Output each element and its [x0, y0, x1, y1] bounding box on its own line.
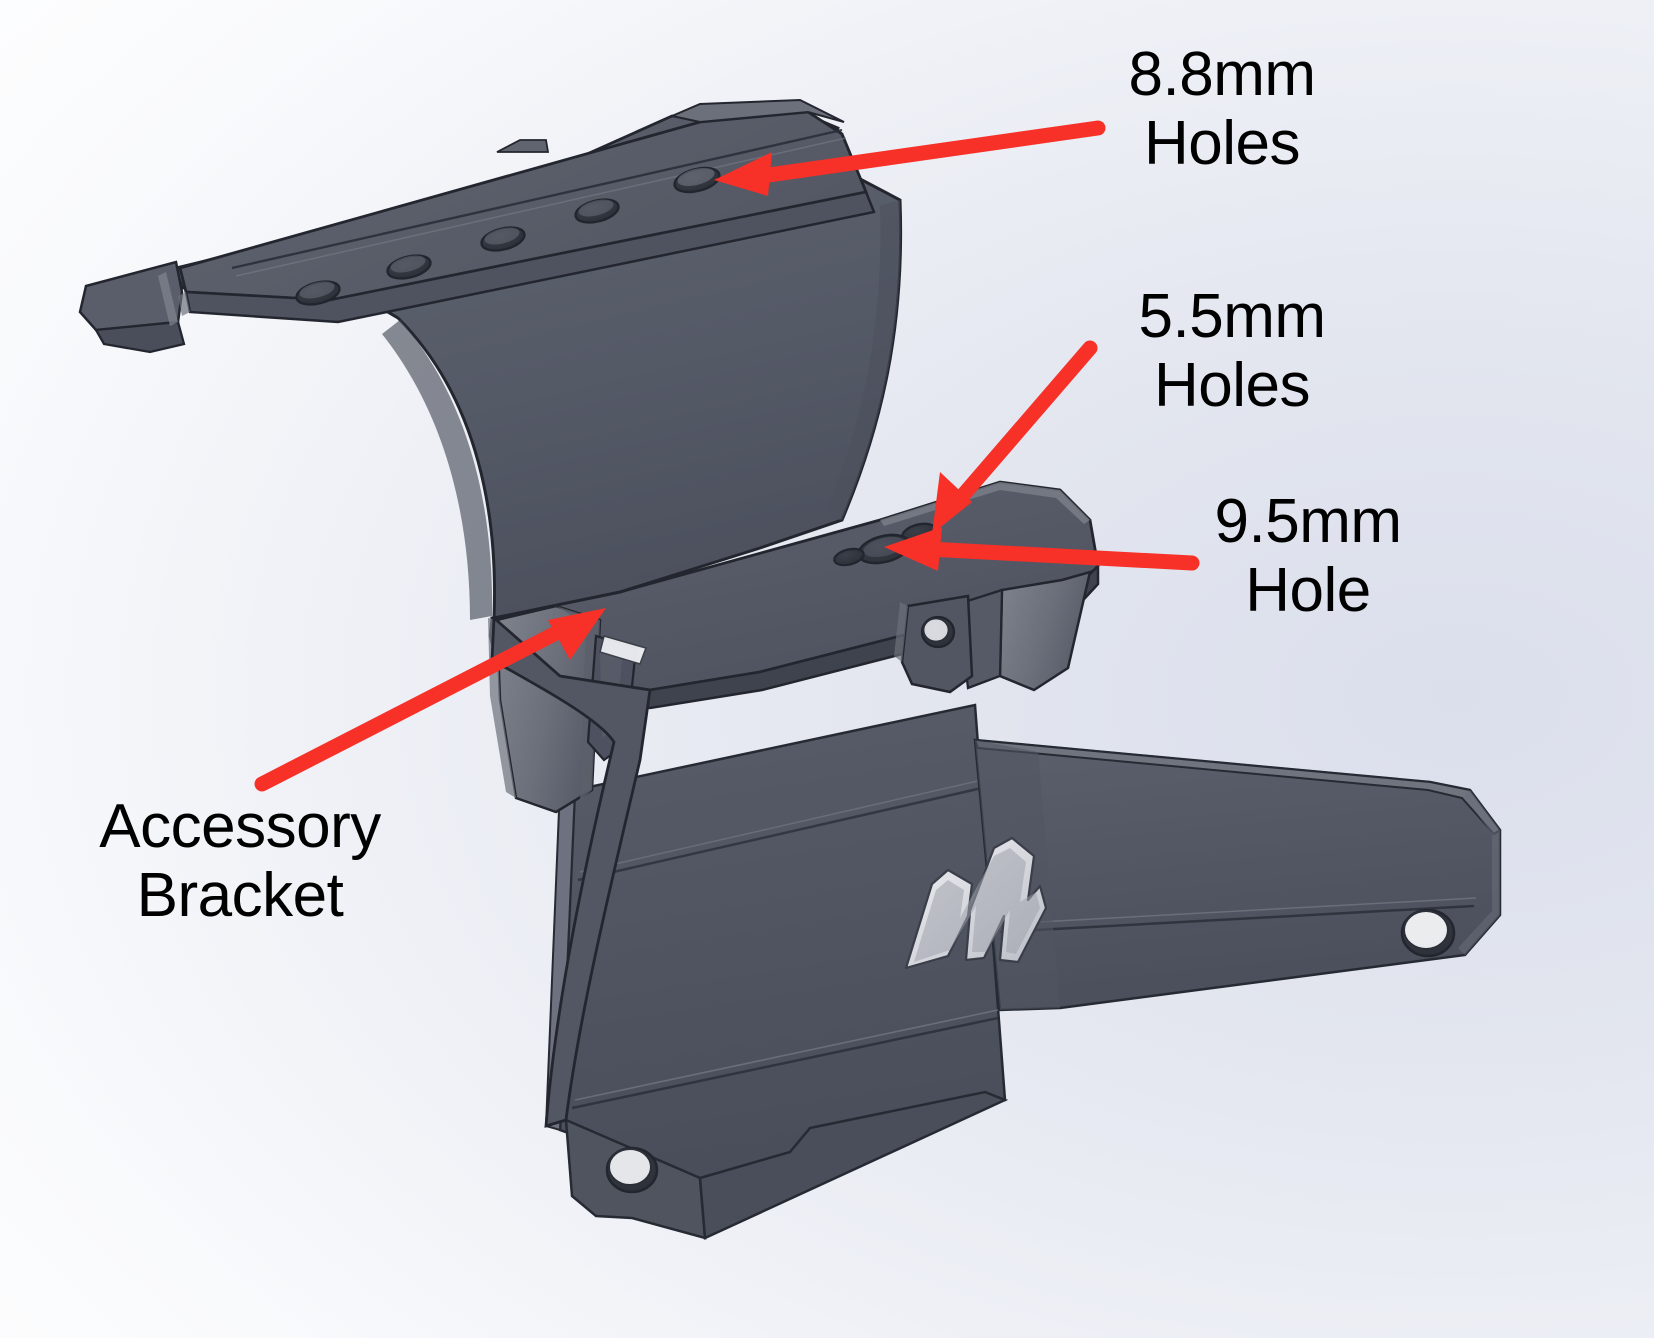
annotation-arrows	[254, 120, 1200, 792]
hole-5-5-b	[833, 547, 865, 567]
arrow-5-5mm	[932, 340, 1098, 534]
arrow-accessory-bracket	[254, 608, 606, 792]
label-5-5mm-holes: 5.5mm Holes	[1138, 282, 1326, 421]
arrow-9-5mm	[884, 527, 1200, 571]
label-9-5mm-hole: 9.5mm Hole	[1214, 487, 1402, 626]
label-8-8mm-holes: 8.8mm Holes	[1128, 40, 1316, 179]
lower-right-arm	[973, 738, 1502, 1012]
upper-mounting-flange	[78, 98, 876, 354]
lower-base-panel	[544, 703, 1009, 1240]
flange-hole-row	[295, 166, 721, 306]
brand-logo-cutout	[904, 836, 1048, 970]
arrow-8-8mm	[714, 120, 1106, 196]
right-gusset-and-tab	[894, 570, 1092, 694]
label-accessory-bracket: Accessory Bracket	[99, 792, 381, 931]
